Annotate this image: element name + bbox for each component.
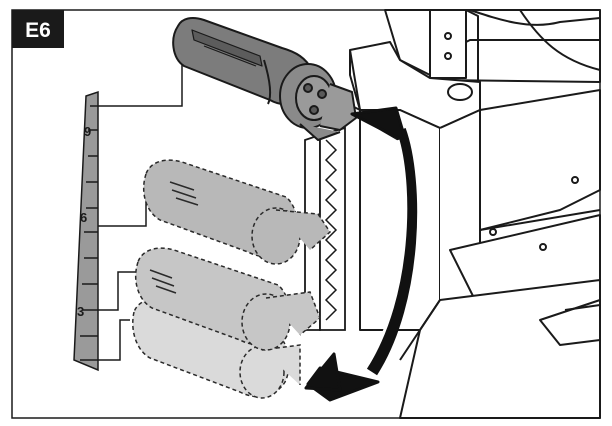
handle-active	[172, 17, 357, 141]
adjust-arrow-highlight	[366, 139, 408, 365]
machine-body	[319, 9, 601, 419]
step-badge-label: E6	[25, 19, 51, 42]
scale-label-6: 6	[80, 210, 87, 225]
handle-ghost-lowest	[132, 297, 301, 399]
scale-label-3: 3	[77, 304, 84, 319]
adjust-arrow	[304, 106, 418, 402]
step-badge: E6	[12, 10, 64, 48]
scale-strip	[73, 90, 99, 372]
handle-ghost-mid	[142, 159, 331, 265]
height-scale: 9 6 3	[73, 90, 99, 372]
handle-ghost-low	[134, 247, 321, 351]
scale-ticks	[80, 105, 98, 361]
step-badge-bg	[12, 10, 64, 48]
scale-label-9: 9	[84, 124, 91, 139]
